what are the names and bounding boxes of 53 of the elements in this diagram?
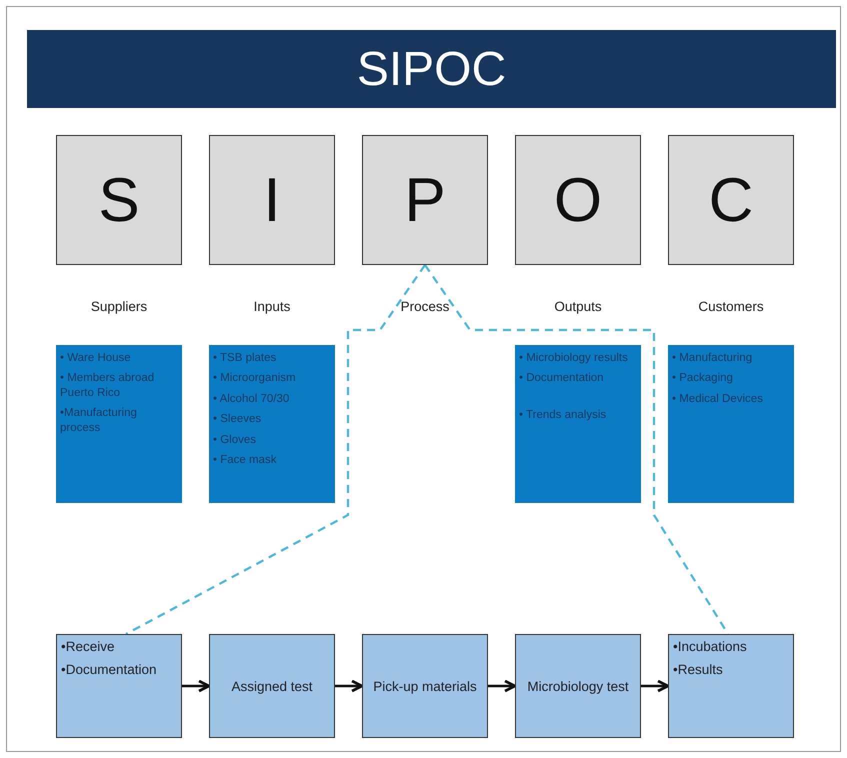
process-box <box>668 634 794 738</box>
item-text: • Manufacturing <box>672 351 754 366</box>
arrow <box>182 680 210 692</box>
item-text: • Packaging <box>672 371 734 386</box>
item-text: Microbiology test <box>527 678 629 694</box>
item-text: • Documentation <box>519 371 605 386</box>
category-label: Outputs <box>554 299 602 314</box>
item-text: • Sleeves <box>213 412 262 426</box>
item-text: • Face mask <box>213 452 278 468</box>
list-box <box>515 345 641 503</box>
dashed-line <box>424 264 729 635</box>
item-text: •Manufacturing process <box>60 406 138 435</box>
item-text: Pick-up materials <box>373 678 477 694</box>
letter: S <box>98 164 140 236</box>
item-text: •Incubations <box>673 639 747 654</box>
letter: I <box>263 164 281 236</box>
list-box <box>209 345 335 503</box>
item-text: • Members abroad Puerto Rico <box>60 371 156 400</box>
process-box <box>515 634 641 738</box>
item-text: •Documentation <box>61 662 157 677</box>
letter: C <box>708 164 754 236</box>
letter-box <box>362 135 488 265</box>
item-text: Assigned test <box>231 678 313 694</box>
category-label: Suppliers <box>90 299 148 314</box>
letter: P <box>404 164 446 236</box>
letter-box <box>56 135 182 265</box>
item-text: • Microbiology results <box>519 351 629 366</box>
item-text: • Alcohol 70/30 <box>213 392 290 406</box>
item-text: •Results <box>673 662 723 677</box>
arrow <box>335 680 364 692</box>
letter: O <box>554 164 602 236</box>
item-text: • Trends analysis <box>519 408 608 422</box>
item-text: • Microorganism <box>213 371 297 386</box>
dashed-line <box>125 264 426 635</box>
arrow <box>488 680 516 692</box>
process-box <box>362 634 488 738</box>
item-text: •Receive <box>61 639 114 654</box>
list-box <box>668 345 794 503</box>
item-text: • Gloves <box>213 432 258 447</box>
arrow <box>641 680 670 692</box>
category-label: Customers <box>698 299 764 314</box>
item-text: • TSB plates <box>213 351 278 366</box>
category-label: Process <box>400 299 450 314</box>
letter-box <box>515 135 641 265</box>
item-text: • Ware House <box>60 351 132 366</box>
item-text: • Medical Devices <box>672 392 764 406</box>
list-box <box>56 345 182 503</box>
process-box <box>209 634 335 738</box>
letter-box <box>209 135 335 265</box>
process-box <box>56 634 182 738</box>
category-label: Inputs <box>254 299 290 314</box>
letter-box <box>668 135 794 265</box>
title-banner: SIPOC <box>27 30 836 108</box>
